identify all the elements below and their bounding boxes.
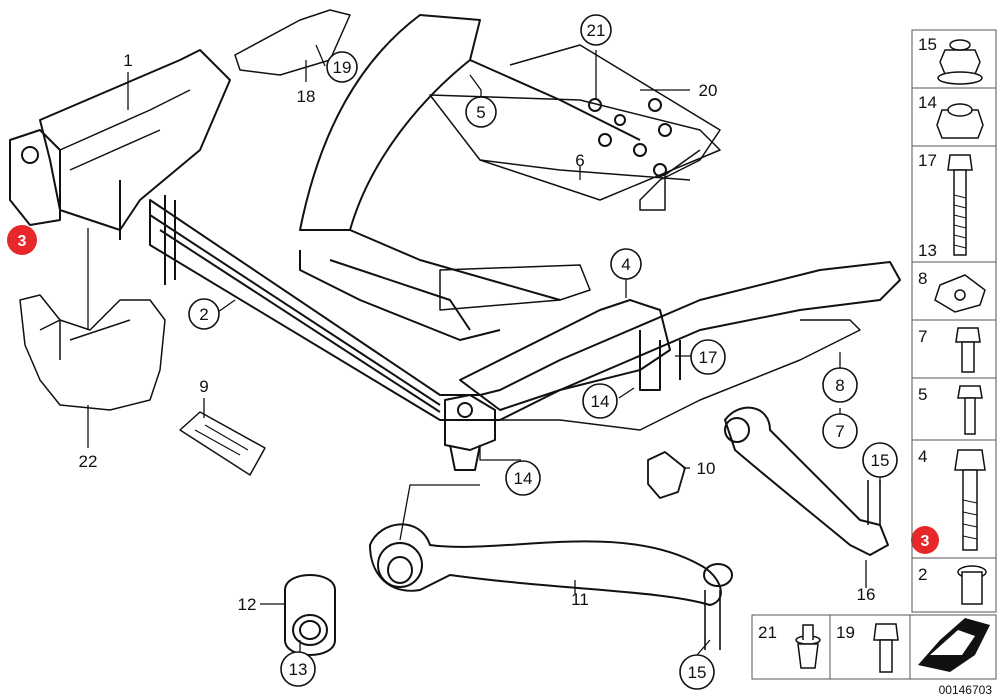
callout-2: 2 <box>188 298 220 330</box>
label-11: 11 <box>571 590 589 609</box>
long-bolt-icon <box>947 154 973 256</box>
legend-label-1: 14 <box>918 93 937 112</box>
front-axle-subframe <box>9 9 901 656</box>
callout-13: 13 <box>280 651 316 687</box>
leader-lines <box>87 44 881 656</box>
legend-label-0: 15 <box>918 35 937 54</box>
hardware-legend <box>911 29 997 613</box>
callout-7-label: 7 <box>835 422 844 441</box>
highlight-dot-icon <box>911 526 939 554</box>
highlight-marker-left-label: 3 <box>18 233 27 250</box>
flange-nut-icon <box>937 39 983 85</box>
callout-21-label: 21 <box>587 21 606 40</box>
highlight-marker-left: 3 <box>7 225 37 255</box>
view-direction-arrow-icon <box>918 618 990 672</box>
label-20: 20 <box>699 81 718 100</box>
callout-4: 4 <box>610 248 642 280</box>
callout-14-b: 14 <box>505 460 541 496</box>
callout-15-b-label: 15 <box>688 663 707 682</box>
legend-label-2: 17 <box>918 151 937 170</box>
callout-15-b: 15 <box>679 654 715 690</box>
sleeve-bolt-icon <box>957 565 987 605</box>
reference-number: 00146703 <box>939 683 993 697</box>
bottom-hardware-legend <box>751 614 997 680</box>
callout-21: 21 <box>580 14 612 46</box>
callout-8: 8 <box>822 367 858 403</box>
label-10: 10 <box>697 459 716 478</box>
hex-nut-icon <box>936 103 984 139</box>
legend-label-5: 7 <box>918 327 927 346</box>
legend-label-4: 8 <box>918 269 927 288</box>
callout-5: 5 <box>465 96 497 128</box>
short-bolt-icon <box>955 327 981 373</box>
label-18: 18 <box>297 87 316 106</box>
callout-15-a: 15 <box>862 442 898 478</box>
callout-7: 7 <box>822 413 858 449</box>
callout-19: 19 <box>326 51 358 83</box>
callout-14-b-label: 14 <box>514 469 533 488</box>
callout-2-label: 2 <box>199 305 208 324</box>
label-12: 12 <box>238 595 257 614</box>
bottom-label-0: 21 <box>758 623 777 642</box>
callout-17-label: 17 <box>699 348 718 367</box>
legend-label-6: 5 <box>918 385 927 404</box>
label-9: 9 <box>199 377 208 396</box>
callout-4-label: 4 <box>621 255 630 274</box>
label-16: 16 <box>857 585 876 604</box>
callout-8-label: 8 <box>835 376 844 395</box>
push-rivet-icon <box>795 624 821 669</box>
bolt-icon <box>957 385 983 435</box>
callout-15-a-label: 15 <box>871 451 890 470</box>
callout-14-a: 14 <box>582 383 618 419</box>
highlight-marker-right: 3 <box>911 526 939 554</box>
label-1: 1 <box>123 51 132 70</box>
callout-13-label: 13 <box>289 660 308 679</box>
clip-nut-icon <box>934 274 986 313</box>
bottom-label-1: 19 <box>836 623 855 642</box>
legend-label-9: 2 <box>918 565 927 584</box>
legend-label-3: 13 <box>918 241 937 260</box>
legend-label-7: 4 <box>918 447 927 466</box>
callout-14-a-label: 14 <box>591 392 610 411</box>
highlight-marker-right-label: 3 <box>921 533 930 550</box>
screw-icon <box>873 623 899 673</box>
callout-5-label: 5 <box>476 103 485 122</box>
callout-17: 17 <box>690 339 726 375</box>
label-6: 6 <box>575 151 584 170</box>
highlight-dot-icon <box>7 225 37 255</box>
label-22: 22 <box>79 452 98 471</box>
long-bolt-icon <box>954 449 986 551</box>
callout-19-label: 19 <box>333 58 352 77</box>
